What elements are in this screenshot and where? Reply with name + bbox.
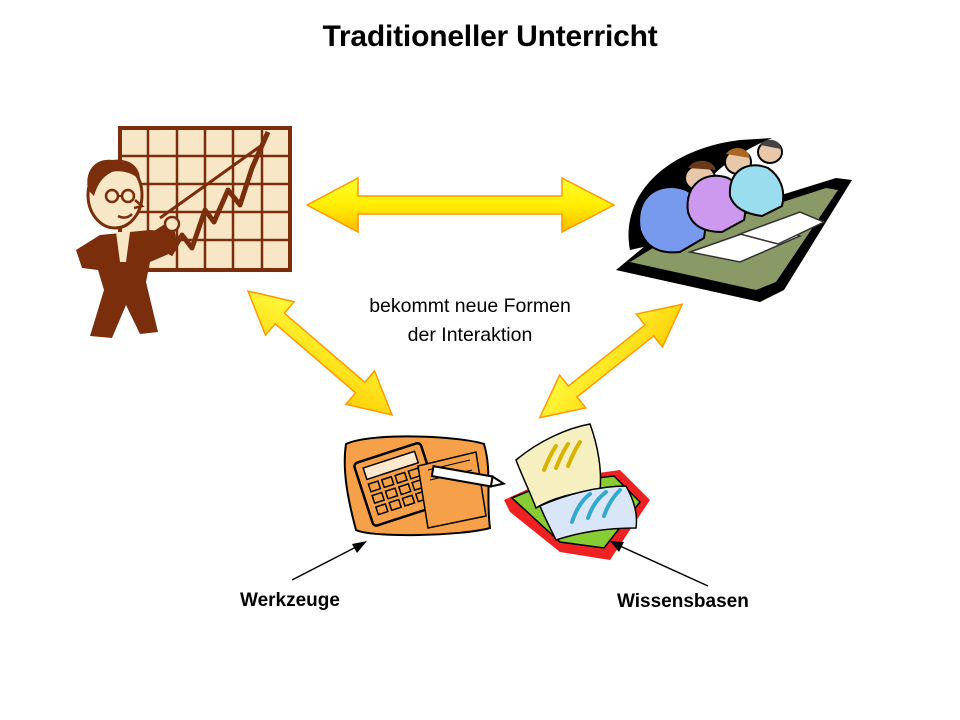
caption-line-1: bekommt neue Formen	[369, 295, 571, 317]
slide-title: Traditioneller Unterricht	[322, 20, 658, 53]
double-arrow-teacher-tools	[246, 289, 394, 417]
teacher-pointing-at-chart-icon	[76, 126, 292, 338]
double-arrow-teacher-students	[305, 176, 616, 234]
double-arrow-students-tools	[538, 303, 684, 419]
interaction-caption: bekommt neue Formen der Interaktion	[330, 292, 610, 350]
pointer-arrow-tools	[291, 541, 367, 581]
open-book-icon	[504, 423, 650, 560]
students-at-desk-icon	[616, 138, 852, 302]
calculator-and-pencil-icon	[343, 435, 507, 537]
label-tools: Werkzeuge	[240, 590, 340, 611]
label-knowledge: Wissensbasen	[617, 591, 749, 612]
pointer-arrow-knowledge	[610, 541, 709, 587]
caption-line-2: der Interaktion	[407, 324, 533, 346]
